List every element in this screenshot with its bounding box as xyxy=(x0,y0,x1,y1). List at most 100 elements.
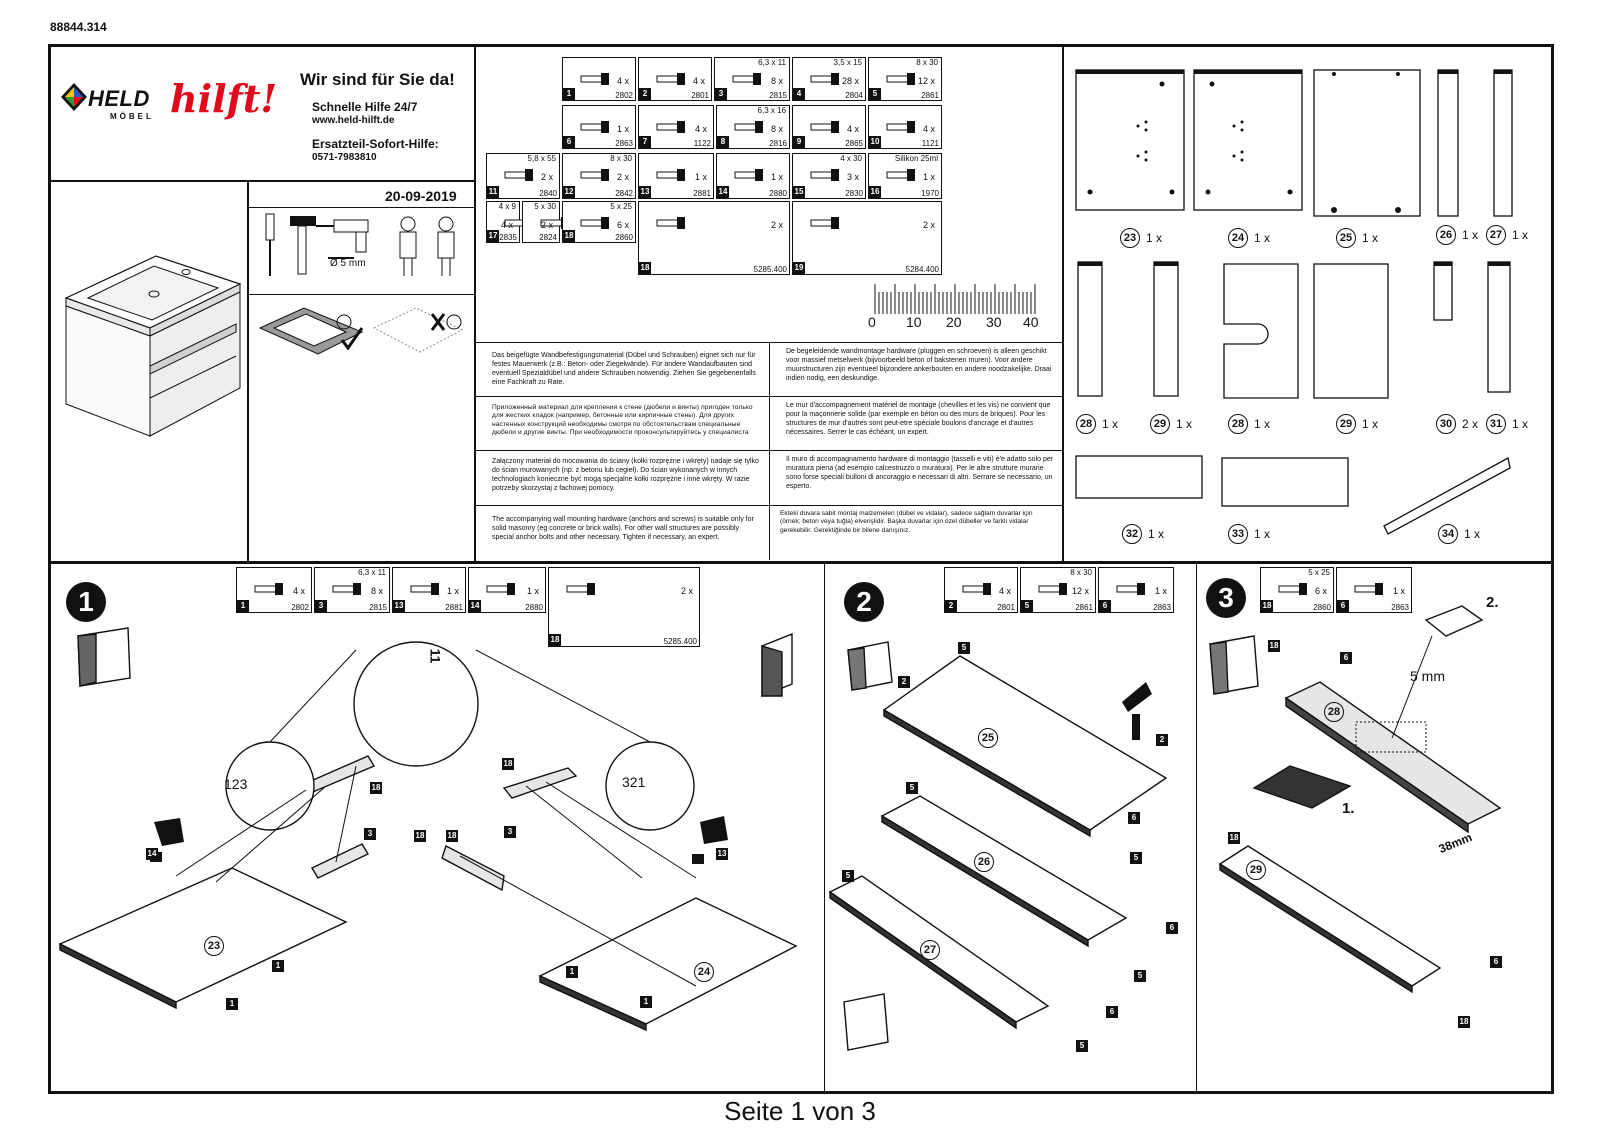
part-size: Silikon 25ml xyxy=(894,154,938,163)
part-tag: 13 xyxy=(716,848,728,860)
part-quantity: 28 x xyxy=(841,76,859,86)
part-quantity: 6 x xyxy=(616,220,629,230)
part-tag: 18 xyxy=(1268,640,1280,652)
panel-count: 1 x xyxy=(1362,417,1379,431)
part-number: 18 xyxy=(563,230,575,242)
part-quantity: 1 x xyxy=(446,586,459,596)
notice-en: The accompanying wall mounting hardware … xyxy=(492,516,754,541)
panel-count: 1 x xyxy=(1362,231,1379,245)
part-quantity: 8 x xyxy=(370,586,383,596)
part-code: 2840 xyxy=(539,189,557,198)
part-tag: 6 xyxy=(1166,922,1178,934)
hardware-icon xyxy=(504,169,533,181)
page-footer: Seite 1 von 3 xyxy=(724,1096,876,1126)
panel-id-27: 27 xyxy=(1486,225,1506,245)
panel-count: 1 x xyxy=(1148,527,1165,541)
part-quantity: 6 x xyxy=(1314,586,1327,596)
parts-phone: 0571-7983810 xyxy=(312,152,377,163)
part-number: 9 xyxy=(793,136,805,148)
part-number: 13 xyxy=(639,186,651,198)
part-code: 2881 xyxy=(445,603,463,612)
part-quantity: 4 x xyxy=(846,124,859,134)
part-quantity: 2 x xyxy=(540,220,553,230)
panel-id-34: 34 xyxy=(1438,524,1458,544)
document-number: 88844.314 xyxy=(50,20,107,34)
divider xyxy=(824,563,825,1093)
part-code: 5284.400 xyxy=(905,265,939,274)
part-tag: 6 xyxy=(1128,812,1140,824)
part-number: 7 xyxy=(639,136,651,148)
hardware-icon xyxy=(810,217,839,229)
part-quantity: 1 x xyxy=(1392,586,1405,596)
part-number: 15 xyxy=(793,186,805,198)
part-size: 5 x 25 xyxy=(1308,568,1330,577)
notice-nl: De begeleidende wandmontage hardware (pl… xyxy=(786,348,1052,382)
hardware-icon xyxy=(580,121,609,133)
part-code: 2816 xyxy=(769,139,787,148)
part-number: 2 xyxy=(639,88,651,100)
hardware-icon xyxy=(732,73,761,85)
part-tag: 5 xyxy=(1130,852,1142,864)
panel-id-24: 24 xyxy=(1228,228,1248,248)
website-link[interactable]: www.held-hilft.de xyxy=(312,115,395,126)
drill-icon xyxy=(316,219,369,259)
part-number: 3 xyxy=(715,88,727,100)
part-number: 18 xyxy=(1261,600,1273,612)
part-code: 2861 xyxy=(1075,603,1093,612)
hardware-icon xyxy=(254,583,283,595)
part-code: 2802 xyxy=(291,603,309,612)
part-quantity: 1 x xyxy=(1154,586,1167,596)
part-code: 2801 xyxy=(691,91,709,100)
panel-count: 1 x xyxy=(1176,417,1193,431)
part-code: 2830 xyxy=(845,189,863,198)
part-tag: 18 xyxy=(502,758,514,770)
part-number: 18 xyxy=(639,262,651,274)
part-tag: 14 xyxy=(146,848,158,860)
notice-fr: Le mur d'accompagnement matériel de mont… xyxy=(786,402,1051,436)
part-number: 8 xyxy=(717,136,729,148)
hardware-icon xyxy=(486,583,515,595)
panel-count: 1 x xyxy=(1512,417,1529,431)
step-2-badge: 2 xyxy=(844,582,884,622)
tools-row xyxy=(265,213,455,276)
hardware-icon xyxy=(886,169,915,181)
part-size: 8 x 30 xyxy=(610,154,632,163)
part-code: 1970 xyxy=(921,189,939,198)
part-number: 12 xyxy=(563,186,575,198)
hardware-icon xyxy=(810,169,839,181)
hardware-icon xyxy=(332,583,361,595)
board-25: 25 xyxy=(978,728,998,748)
part-quantity: 2 x xyxy=(540,172,553,182)
part-quantity: 4 x xyxy=(922,124,935,134)
divider xyxy=(247,207,475,208)
hardware-icon xyxy=(656,169,685,181)
panel-id-25: 25 xyxy=(1336,228,1356,248)
hammer-icon xyxy=(290,216,316,275)
panel-id-23: 23 xyxy=(1120,228,1140,248)
step-3-substep-a: 1. xyxy=(1342,800,1355,817)
screw-ruler xyxy=(874,284,1036,314)
part-size: 5 x 25 xyxy=(610,202,632,211)
panel-id-30: 30 xyxy=(1436,414,1456,434)
part-number: 2 xyxy=(945,600,957,612)
notice-de: Das beigefügte Wandbefestigungsmaterial … xyxy=(492,352,756,386)
panel-count: 1 x xyxy=(1254,231,1271,245)
product-illustration xyxy=(64,255,242,437)
hardware-icon xyxy=(656,121,685,133)
date: 20-09-2019 xyxy=(385,188,457,204)
panel-count: 1 x xyxy=(1254,527,1271,541)
part-size: 6,3 x 16 xyxy=(757,106,786,115)
divider xyxy=(476,505,1062,506)
part-number: 14 xyxy=(717,186,729,198)
part-code: 2815 xyxy=(369,603,387,612)
hotline-label: Schnelle Hilfe 24/7 xyxy=(312,100,418,114)
step-1-badge: 1 xyxy=(66,582,106,622)
hardware-icon xyxy=(734,169,763,181)
part-size: 5,8 x 55 xyxy=(527,154,556,163)
